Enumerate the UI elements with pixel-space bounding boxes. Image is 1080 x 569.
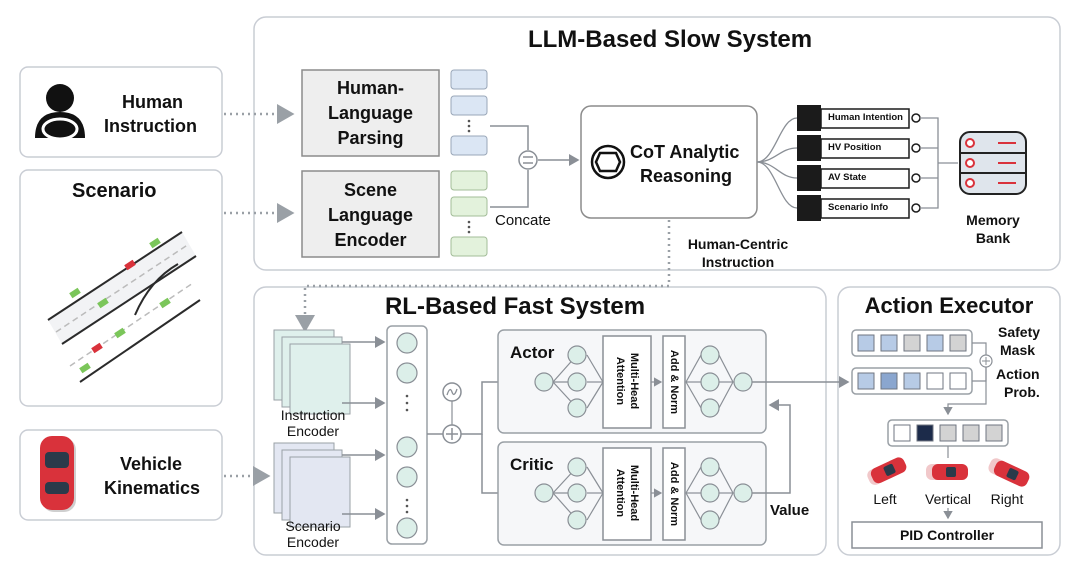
human-instruction-line1: Human	[122, 92, 184, 112]
rl-panel-title: RL-Based Fast System	[384, 293, 646, 320]
token-nodes	[396, 332, 418, 539]
actor-mha-line1: Multi-Head	[628, 352, 640, 410]
vertical-label: Vertical	[925, 491, 971, 507]
memory-item-2: HV Position	[828, 142, 882, 153]
vertical-car-icon	[926, 464, 968, 480]
masked-action-cells	[893, 424, 1003, 442]
human-instruction-card	[19, 66, 223, 158]
cot-line2: Reasoning	[640, 166, 733, 186]
road-scenario-icon	[47, 231, 201, 383]
actor-label: Actor	[510, 343, 555, 362]
instruction-encoder-line1: Instruction	[280, 407, 346, 423]
person-steering-icon	[35, 84, 85, 141]
memory-items	[797, 105, 958, 221]
token-column	[386, 325, 428, 545]
action-prob-cells	[857, 372, 967, 390]
hci-line2: Instruction	[701, 254, 775, 270]
critic-addnorm-block	[662, 447, 686, 541]
instruction-encoder-line2: Encoder	[286, 423, 340, 439]
scene-encoder-line2: Language	[327, 205, 413, 225]
scenario-encoder-line1: Scenario	[285, 518, 341, 534]
pid-controller-label: PID Controller	[899, 527, 995, 543]
action-prob-line2: Prob.	[1004, 384, 1040, 400]
right-car-icon	[988, 458, 1030, 487]
vehicle-kinematics-line2: Kinematics	[104, 478, 201, 498]
actor-mha-block	[602, 335, 652, 429]
human-instruction-line2: Instruction	[104, 116, 197, 136]
human-parsing-line2: Language	[327, 103, 413, 123]
left-label: Left	[873, 491, 897, 507]
concat-operator	[518, 150, 538, 170]
memory-item-3: AV State	[828, 172, 867, 183]
concat-label: Concate	[495, 212, 551, 229]
scene-language-encoder-box	[301, 170, 440, 258]
left-car-icon	[867, 457, 907, 485]
scene-encoder-line1: Scene	[343, 180, 398, 200]
pid-controller-box	[851, 521, 1043, 549]
vehicle-kinematics-line1: Vehicle	[120, 454, 183, 474]
hci-line1: Human-Centric	[687, 236, 789, 252]
safety-mask-line1: Safety	[998, 324, 1041, 340]
actor-mha-line2: Attention	[614, 356, 626, 406]
scenario-title: Scenario	[72, 180, 157, 202]
scenario-encoder-line2: Encoder	[286, 534, 340, 550]
safety-mask-cells	[857, 334, 967, 352]
memory-bank-line1: Memory	[966, 212, 1020, 228]
action-prob-line1: Action	[996, 366, 1040, 382]
executor-title: Action Executor	[864, 293, 1034, 318]
instruction-encoder-stack	[273, 329, 351, 415]
memory-item-4: Scenario Info	[828, 202, 889, 213]
critic-mha-block	[602, 447, 652, 541]
openai-logo-icon	[590, 144, 626, 180]
critic-network	[534, 457, 753, 530]
memory-bank-line2: Bank	[975, 230, 1011, 246]
scenario-encoder-stack	[273, 442, 351, 528]
safety-mask-line2: Mask	[1000, 342, 1036, 358]
human-parsing-line3: Parsing	[337, 128, 404, 148]
scene-encoder-line3: Encoder	[334, 230, 407, 250]
critic-label: Critic	[510, 455, 554, 474]
human-token-cells	[450, 69, 488, 156]
value-label: Value	[770, 502, 810, 519]
red-car-icon	[40, 436, 76, 512]
scene-token-cells	[450, 170, 488, 257]
critic-mha-line1: Multi-Head	[628, 464, 640, 522]
human-language-parsing-box	[301, 69, 440, 157]
critic-mha-line2: Attention	[614, 468, 626, 518]
human-parsing-line1: Human-	[337, 78, 404, 98]
database-icon	[959, 131, 1027, 195]
memory-item-1: Human Intention	[828, 112, 903, 123]
cot-line1: CoT Analytic	[630, 142, 740, 162]
right-label: Right	[990, 491, 1024, 507]
llm-panel-title: LLM-Based Slow System	[527, 26, 813, 53]
actor-addnorm-block	[662, 335, 686, 429]
actor-network	[534, 345, 753, 418]
